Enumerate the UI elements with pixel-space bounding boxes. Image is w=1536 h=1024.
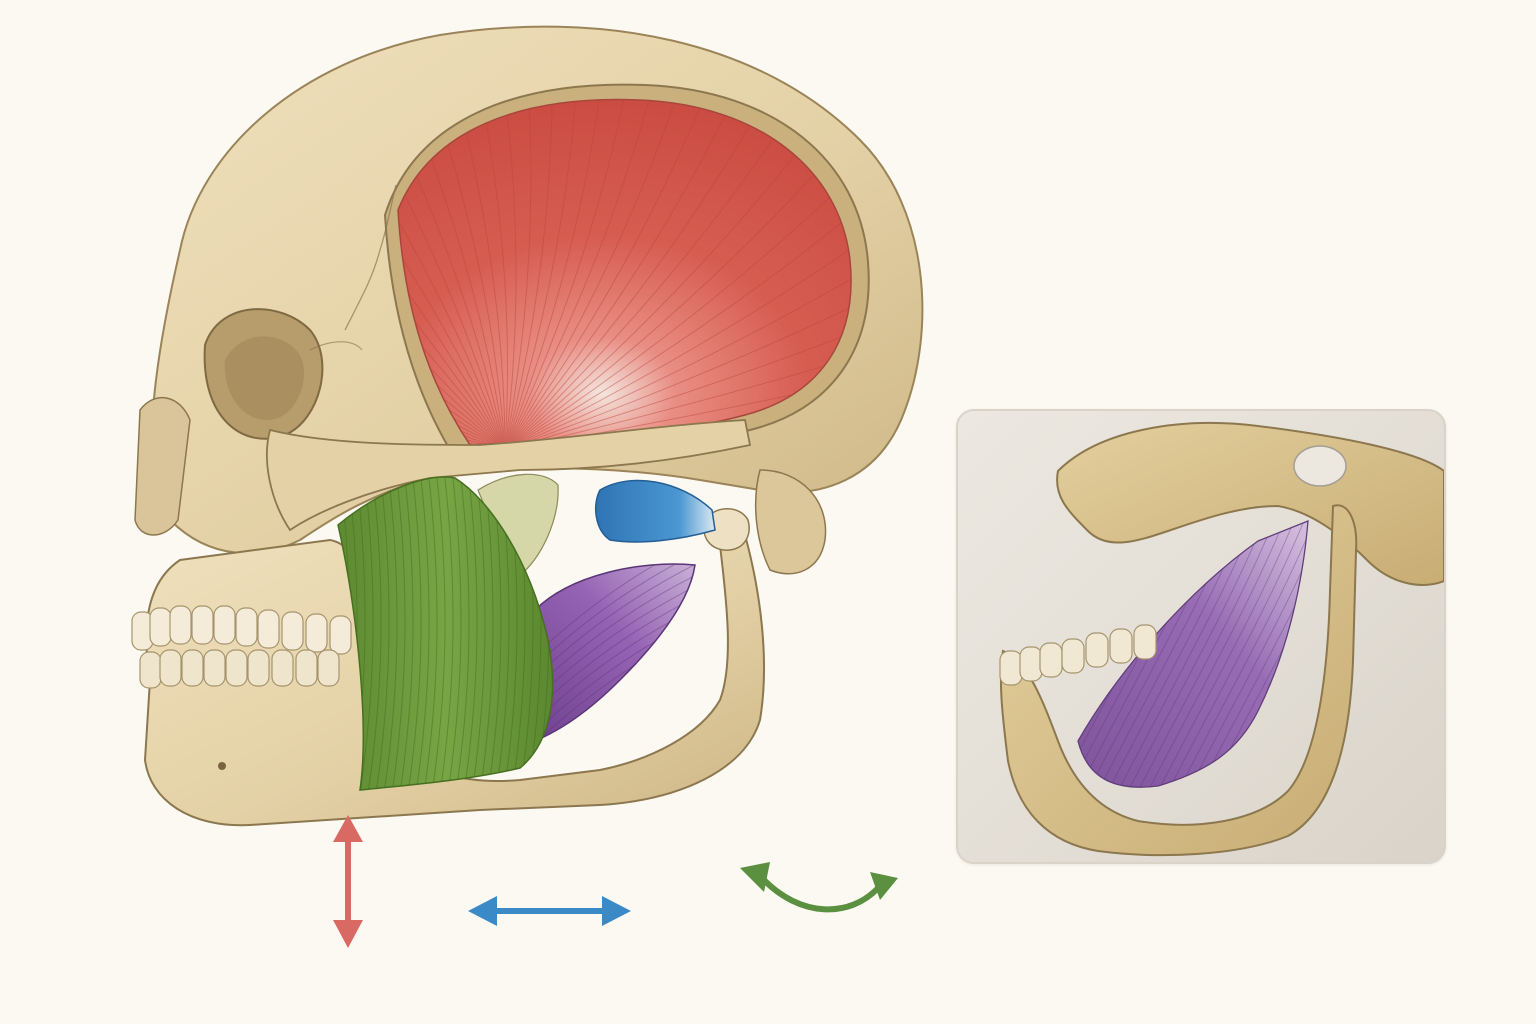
arrow-curved-head-left	[740, 862, 770, 892]
upper-tooth	[169, 605, 192, 645]
tmj-condyle	[1293, 445, 1347, 487]
inset-tooth	[1133, 624, 1157, 660]
arrow-curved-head-right	[870, 872, 898, 900]
zygomatic-arch	[266, 419, 752, 532]
arrow-horizontal-head-left	[468, 896, 497, 926]
inset-teeth	[999, 624, 1157, 686]
arrow-horizontal	[468, 896, 631, 926]
mastoid	[754, 469, 827, 575]
lower-tooth	[159, 649, 182, 687]
inset-illustration	[999, 422, 1444, 857]
inset-tooth	[1085, 632, 1109, 668]
inset-tooth	[1061, 638, 1085, 674]
lower-tooth	[225, 649, 248, 687]
lateral-pterygoid-muscle	[594, 479, 716, 543]
upper-tooth	[329, 615, 352, 655]
inset-mandible	[999, 504, 1358, 857]
teeth	[131, 605, 352, 689]
masseter-muscle	[337, 476, 554, 791]
lower-tooth	[295, 649, 318, 687]
lower-tooth	[271, 649, 294, 687]
upper-tooth	[305, 613, 328, 653]
lower-tooth	[317, 649, 340, 687]
arrow-vertical	[333, 815, 363, 948]
inset-medial-pterygoid	[1077, 520, 1309, 788]
upper-tooth	[235, 607, 258, 647]
skull-base	[1056, 422, 1444, 586]
upper-tooth	[213, 605, 236, 645]
arrow-vertical-head-down	[333, 920, 363, 948]
arrow-vertical-head-up	[333, 815, 363, 842]
coronal-suture	[344, 184, 397, 331]
mandibular-condyle	[703, 508, 750, 551]
arrow-curved-shaft	[759, 875, 881, 913]
lower-tooth	[181, 649, 204, 687]
temporalis-muscle	[397, 98, 852, 446]
inset-panel	[956, 409, 1446, 864]
arrow-horizontal-head-right	[602, 896, 631, 926]
upper-tooth	[281, 611, 304, 651]
upper-tooth	[191, 605, 214, 645]
arrow-curved	[740, 862, 898, 913]
upper-tooth	[257, 609, 280, 649]
nasal-region	[134, 396, 191, 536]
mental-foramen	[218, 762, 226, 770]
lower-tooth	[247, 649, 270, 687]
inset-tooth	[1109, 628, 1133, 664]
lower-tooth	[203, 649, 226, 687]
